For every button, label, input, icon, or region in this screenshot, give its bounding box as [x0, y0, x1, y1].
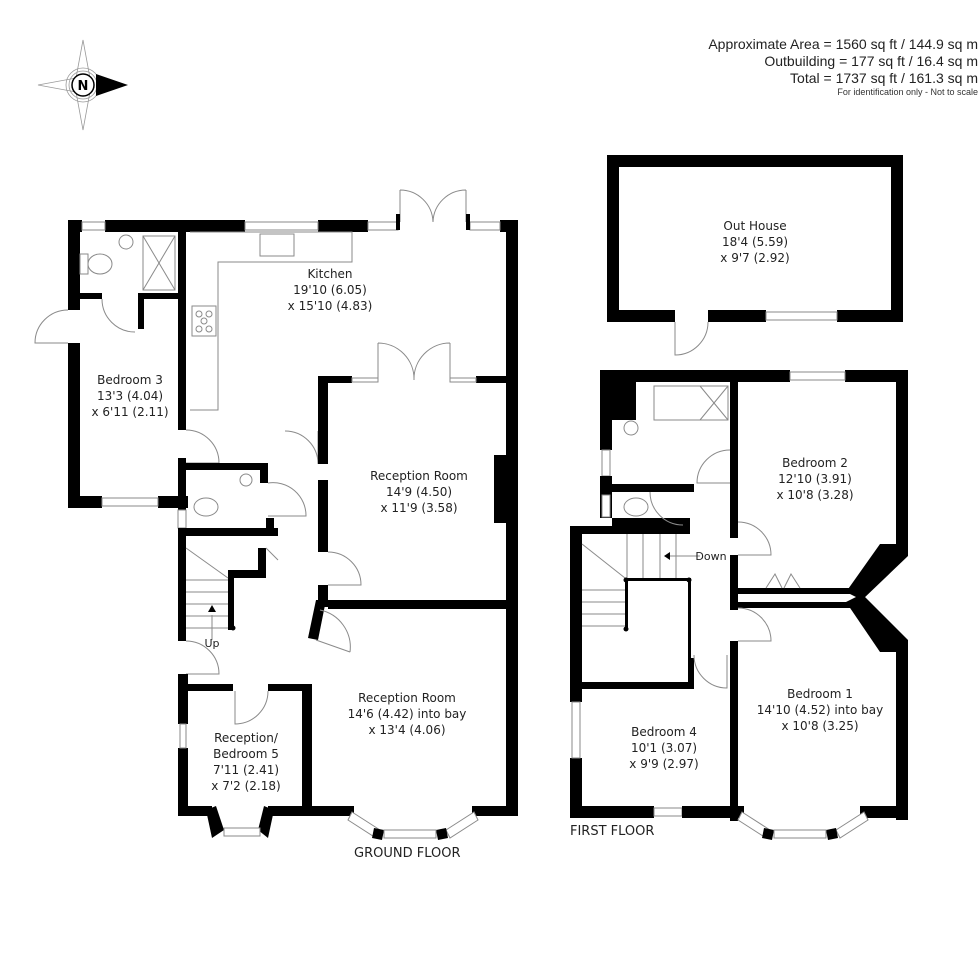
total-area: Total = 1737 sq ft / 161.3 sq m	[790, 70, 978, 86]
compass-north-arrow-icon: N	[37, 39, 128, 131]
outbuilding-walls	[607, 155, 903, 356]
room-out-house: Out House 18'4 (5.59) x 9'7 (2.92)	[720, 219, 790, 265]
room-reception-room-1: Reception Room 14'9 (4.50) x 11'9 (3.58)	[370, 469, 468, 515]
stairs-up-label: Up	[204, 637, 220, 650]
stairs-down-label: Down	[695, 550, 727, 563]
svg-text:N: N	[78, 79, 89, 94]
room-bedroom-4: Bedroom 4 10'1 (3.07) x 9'9 (2.97)	[629, 725, 699, 771]
scale-disclaimer: For identification only - Not to scale	[837, 87, 978, 97]
ground-floor-walls	[34, 189, 518, 840]
ground-floor-label: GROUND FLOOR	[354, 846, 461, 861]
room-bedroom-1: Bedroom 1 14'10 (4.52) into bay x 10'8 (…	[756, 687, 884, 733]
room-bedroom-2: Bedroom 2 12'10 (3.91) x 10'8 (3.28)	[776, 456, 854, 502]
area-summary: Approximate Area = 1560 sq ft / 144.9 sq…	[708, 36, 978, 98]
approximate-area: Approximate Area = 1560 sq ft / 144.9 sq…	[708, 36, 978, 52]
room-kitchen: Kitchen 19'10 (6.05) x 15'10 (4.83)	[287, 267, 373, 313]
room-bedroom-3: Bedroom 3 13'3 (4.04) x 6'11 (2.11)	[91, 373, 169, 419]
room-reception-room-2: Reception Room 14'6 (4.42) into bay x 13…	[347, 691, 467, 737]
room-reception-bedroom-5: Reception/ Bedroom 5 7'11 (2.41) x 7'2 (…	[211, 731, 281, 793]
first-floor-walls	[570, 370, 908, 840]
outbuilding-area: Outbuilding = 177 sq ft / 16.4 sq m	[764, 53, 978, 69]
first-floor-label: FIRST FLOOR	[570, 824, 655, 839]
